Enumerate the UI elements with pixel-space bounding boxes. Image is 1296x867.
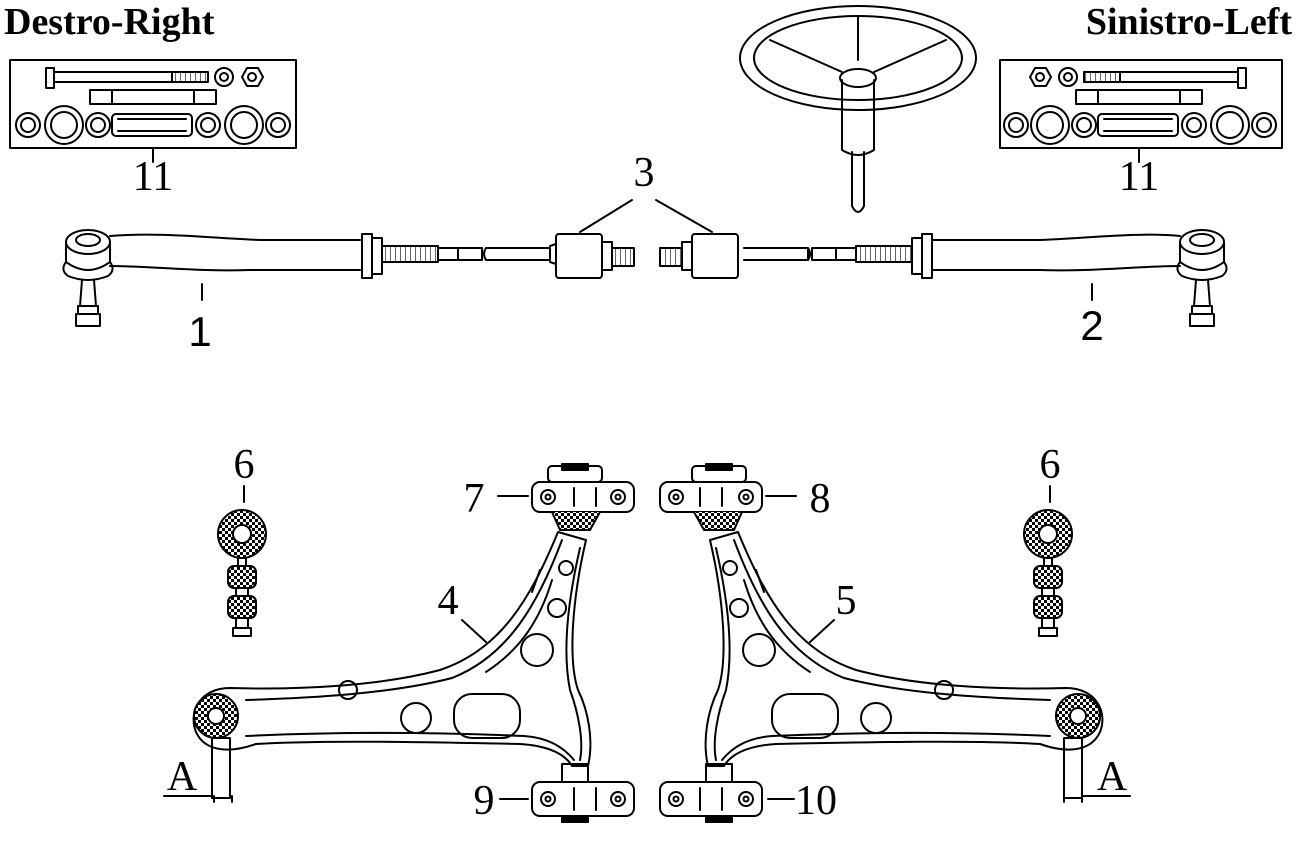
callout-bushing-rear-left: 10 — [795, 778, 837, 824]
callout-tie-rod-right: 1 — [188, 308, 211, 355]
callout-bushing-rear-right: 9 — [474, 778, 495, 824]
callout-kit-right: 11 — [133, 154, 173, 200]
wishbone-icon — [704, 531, 1104, 803]
callout-tie-rod-left: 2 — [1080, 302, 1103, 349]
callout-bushing-front-left: 8 — [810, 476, 831, 522]
bushing-icon — [659, 463, 763, 531]
callout-stabilizer-right: 6 — [234, 442, 255, 488]
hardware-kit-icon — [9, 59, 297, 163]
tie-rod-icon — [62, 229, 483, 327]
callout-kit-left: 11 — [1119, 154, 1159, 200]
bushing-icon — [531, 463, 635, 531]
callout-bushing-front-right: 7 — [464, 476, 485, 522]
hardware-kit-icon — [999, 59, 1283, 163]
left-side-label: Sinistro-Left — [1086, 1, 1293, 43]
wishbone-icon — [192, 531, 592, 803]
stabilizer-link-icon — [217, 509, 267, 637]
tie-rod-icon — [811, 229, 1228, 327]
tie-rod-icon — [483, 233, 635, 279]
steering-wheel-icon — [739, 5, 977, 213]
right-side-label: Destro-Right — [4, 1, 215, 43]
callout-wishbone-left: 5 — [836, 578, 857, 624]
bushing-icon — [531, 763, 635, 823]
section-marker-right: A — [167, 754, 198, 800]
section-marker-left: A — [1097, 754, 1128, 800]
callout-wishbone-right: 4 — [438, 578, 459, 624]
callout-stabilizer-left: 6 — [1040, 442, 1061, 488]
stabilizer-link-icon — [1023, 509, 1073, 637]
tie-rod-icon — [659, 233, 811, 279]
bushing-icon — [659, 763, 763, 823]
callout-inner-joints: 3 — [634, 150, 655, 196]
